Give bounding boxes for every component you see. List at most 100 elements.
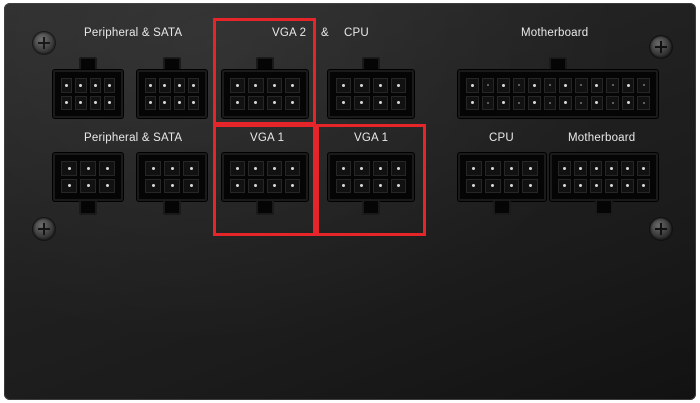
connector-pin xyxy=(522,161,538,176)
connector-pin xyxy=(621,78,635,93)
connector-pin xyxy=(266,161,282,176)
connector-pin xyxy=(621,178,635,193)
connector-pin xyxy=(103,95,115,110)
connector-peripheral-sata-bottom-2 xyxy=(137,153,207,217)
connector-pin xyxy=(336,78,352,93)
connector-pin xyxy=(573,161,587,176)
connector-pin xyxy=(575,78,588,93)
connector-pin xyxy=(590,78,604,93)
connector-pin xyxy=(558,161,571,176)
connector-peripheral-sata-top-2 xyxy=(137,57,207,121)
label-ampersand: & xyxy=(321,27,329,39)
connector-vga2-top xyxy=(222,57,308,121)
connector-pin xyxy=(558,178,571,193)
connector-pin xyxy=(621,161,635,176)
screw-icon xyxy=(650,36,672,58)
connector-pin xyxy=(183,161,199,176)
connector-pin xyxy=(573,178,587,193)
connector-pin xyxy=(354,178,370,193)
connector-vga1-left xyxy=(222,153,308,217)
connector-pin xyxy=(589,178,603,193)
connector-pin xyxy=(80,161,96,176)
connector-pin xyxy=(590,95,604,110)
connector-pin xyxy=(230,95,246,110)
connector-pin xyxy=(248,178,264,193)
connector-pin xyxy=(61,178,77,193)
connector-pin xyxy=(390,78,406,93)
connector-pin xyxy=(484,178,501,193)
connector-pin xyxy=(589,161,603,176)
connector-pin xyxy=(390,178,406,193)
label-peripheral-sata-bottom: Peripheral & SATA xyxy=(84,132,183,144)
connector-pin xyxy=(145,95,157,110)
connector-pin xyxy=(99,178,115,193)
connector-pin xyxy=(266,178,282,193)
connector-pin xyxy=(145,78,157,93)
connector-pin xyxy=(503,161,520,176)
screw-icon xyxy=(33,32,55,54)
connector-motherboard-top xyxy=(458,57,658,121)
connector-pin xyxy=(354,95,370,110)
connector-pin xyxy=(61,78,73,93)
connector-pin xyxy=(575,95,588,110)
connector-vga1-right xyxy=(328,153,414,217)
connector-pin xyxy=(164,178,180,193)
connector-pin xyxy=(543,78,557,93)
connector-pin xyxy=(354,78,370,93)
label-vga2: VGA 2 xyxy=(272,27,307,39)
connector-motherboard-bottom xyxy=(550,153,658,217)
connector-pin xyxy=(183,178,199,193)
connector-pin xyxy=(61,95,73,110)
connector-pin xyxy=(497,78,510,93)
connector-pin xyxy=(230,78,246,93)
connector-pin xyxy=(512,78,526,93)
connector-pin xyxy=(187,95,199,110)
connector-pin xyxy=(606,78,619,93)
connector-pin xyxy=(248,95,264,110)
label-vga1-left: VGA 1 xyxy=(250,132,285,144)
connector-pin xyxy=(75,78,87,93)
label-motherboard-top: Motherboard xyxy=(521,27,589,39)
connector-pin xyxy=(637,78,650,93)
connector-pin xyxy=(512,95,526,110)
label-cpu-top: CPU xyxy=(344,27,369,39)
connector-pin xyxy=(284,161,300,176)
connector-pin xyxy=(173,78,185,93)
connector-pin xyxy=(159,78,171,93)
connector-cpu-top xyxy=(328,57,414,121)
connector-pin xyxy=(484,161,501,176)
connector-pin xyxy=(605,178,619,193)
connector-pin xyxy=(637,178,650,193)
connector-peripheral-sata-top-1 xyxy=(53,57,123,121)
connector-pin xyxy=(372,78,388,93)
highlight-box-vga1-right xyxy=(316,124,426,236)
connector-pin xyxy=(248,78,264,93)
connector-pin xyxy=(372,178,388,193)
connector-pin xyxy=(145,178,161,193)
highlight-box-vga1-left xyxy=(213,124,316,236)
connector-pin xyxy=(481,95,495,110)
connector-pin xyxy=(390,161,406,176)
connector-pin xyxy=(75,95,87,110)
connector-pin xyxy=(284,78,300,93)
connector-pin xyxy=(89,78,101,93)
connector-pin xyxy=(80,178,96,193)
connector-pin xyxy=(266,95,282,110)
connector-pin xyxy=(230,161,246,176)
connector-pin xyxy=(336,95,352,110)
connector-pin xyxy=(159,95,171,110)
screw-icon xyxy=(650,218,672,240)
connector-cpu-bottom xyxy=(458,153,546,217)
connector-pin xyxy=(466,78,479,93)
connector-pin xyxy=(336,178,352,193)
connector-pin xyxy=(372,95,388,110)
connector-pin xyxy=(605,161,619,176)
connector-pin xyxy=(354,161,370,176)
connector-pin xyxy=(145,161,161,176)
connector-pin xyxy=(187,78,199,93)
connector-pin xyxy=(466,161,482,176)
label-vga1-right: VGA 1 xyxy=(354,132,389,144)
connector-pin xyxy=(481,78,495,93)
connector-peripheral-sata-bottom-1 xyxy=(53,153,123,217)
connector-pin xyxy=(103,78,115,93)
